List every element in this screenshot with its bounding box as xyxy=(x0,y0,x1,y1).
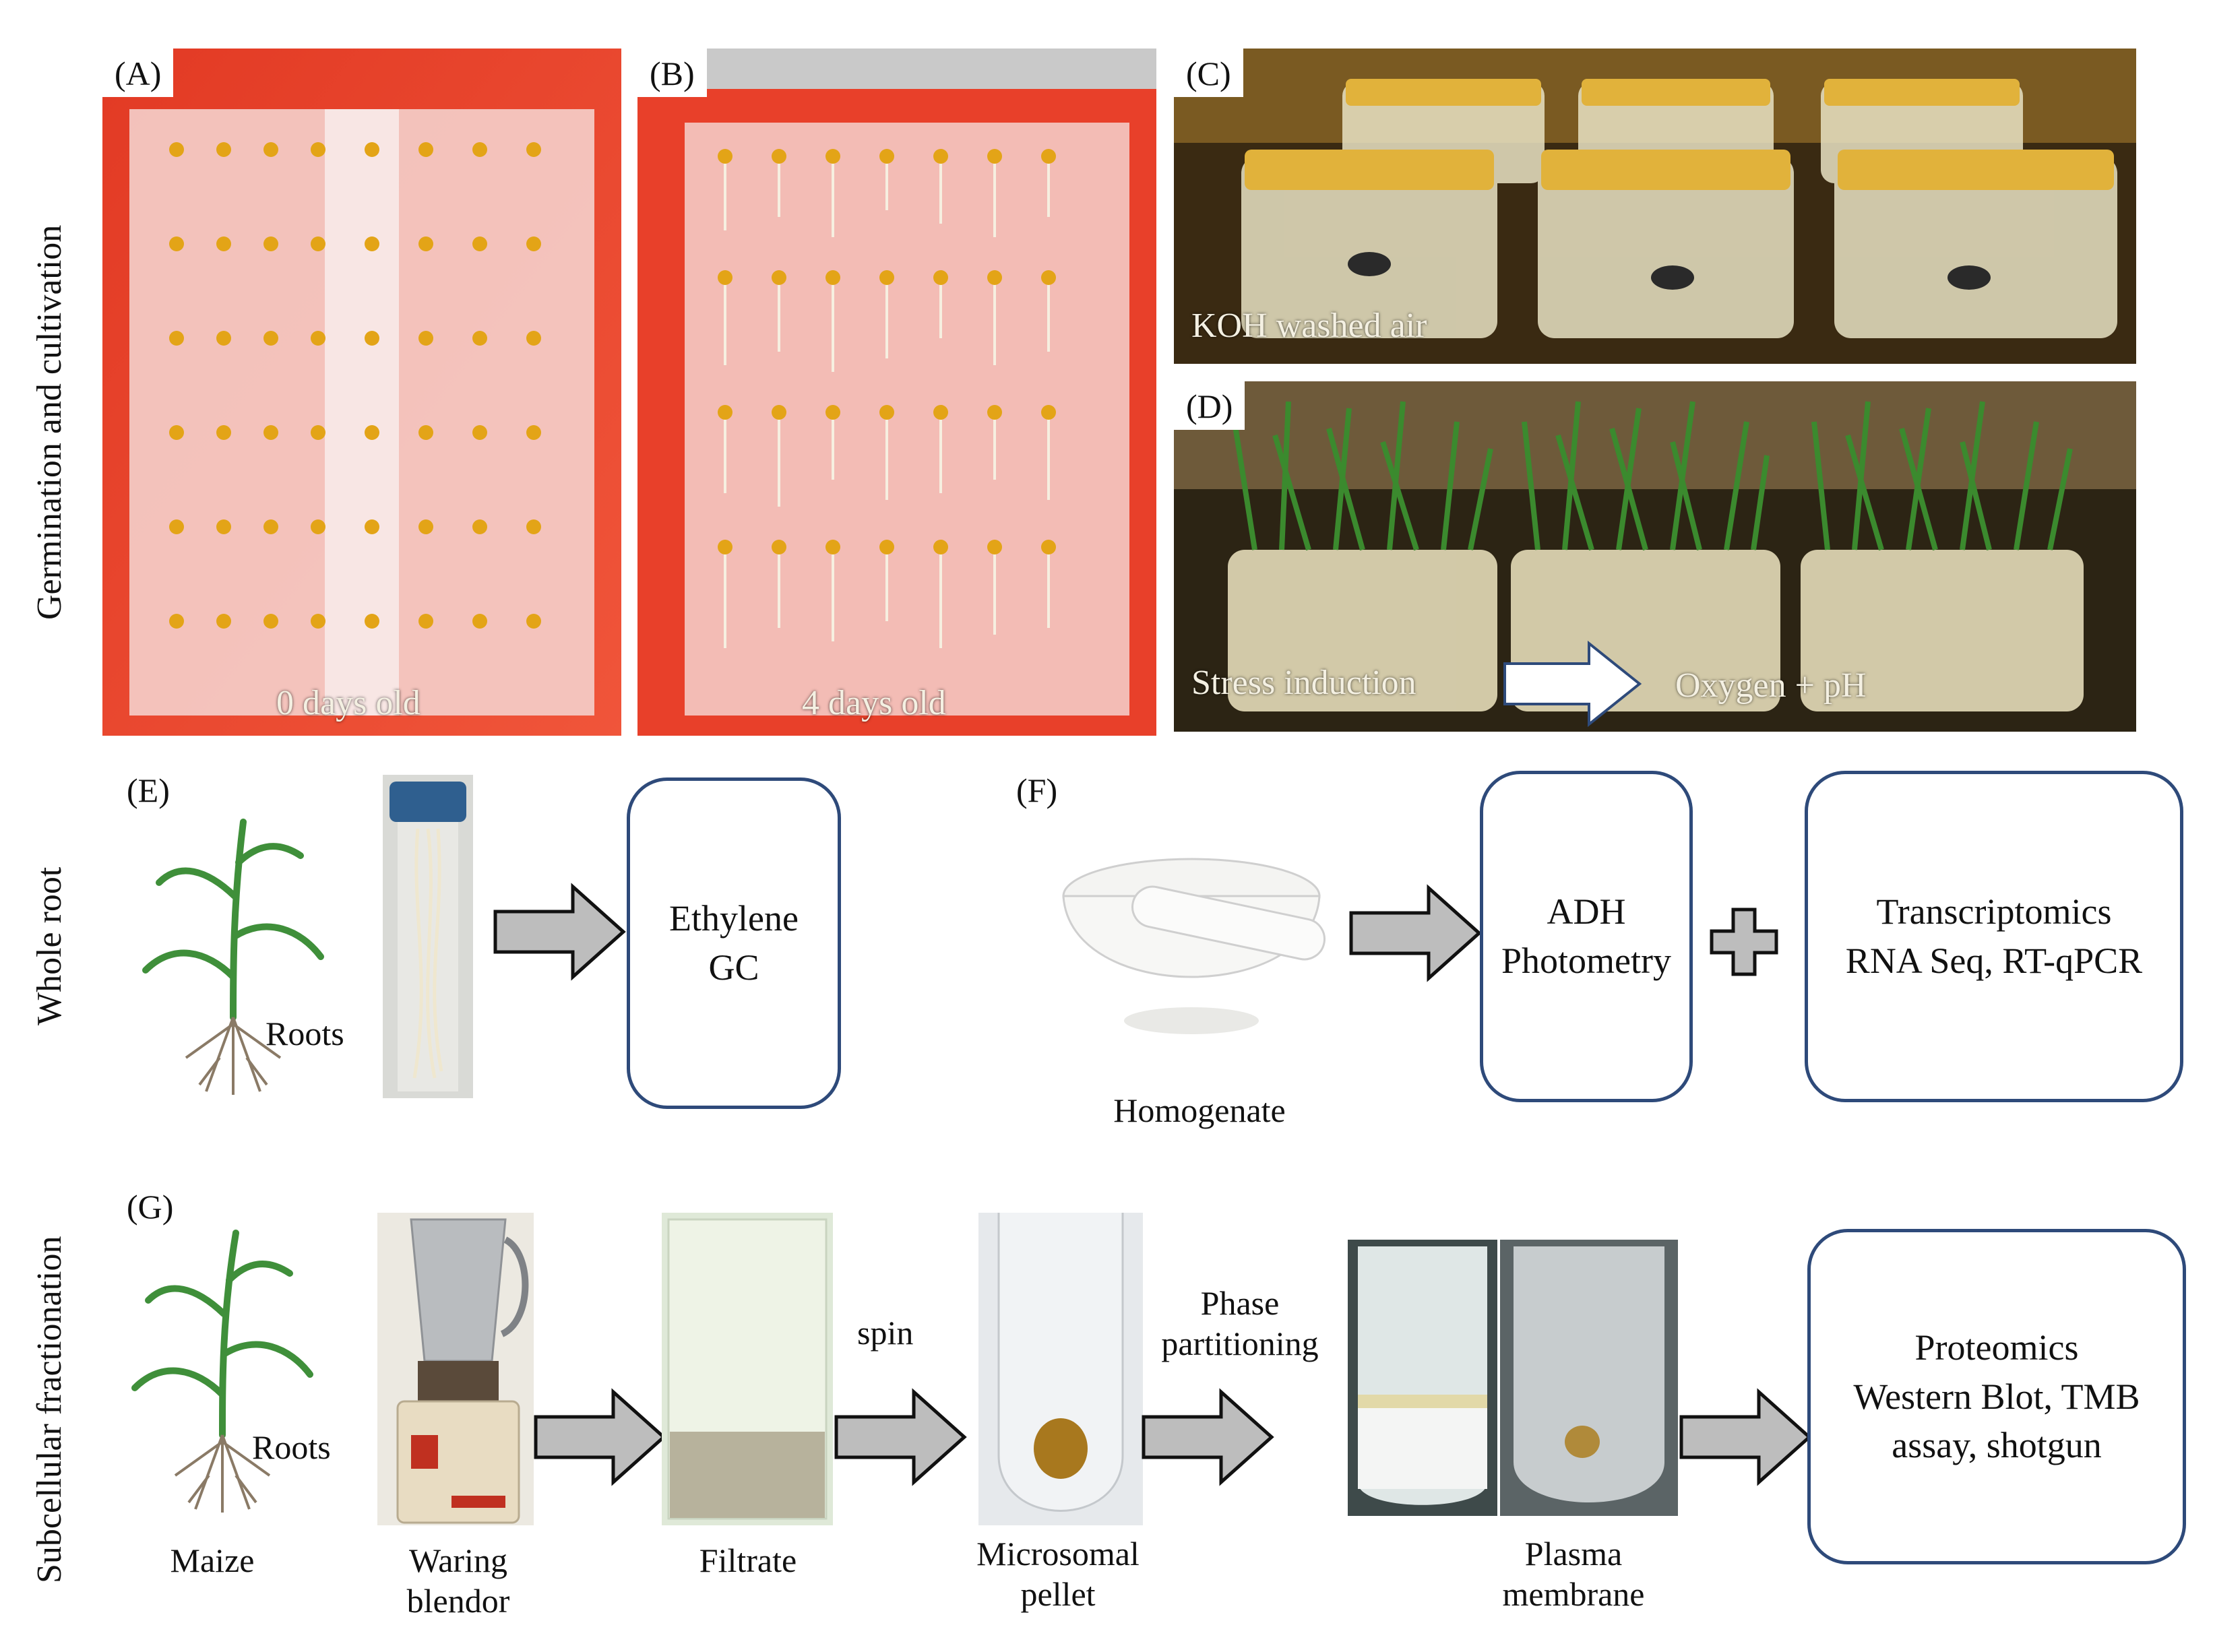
partitioning-line: partitioning xyxy=(1161,1325,1319,1362)
arrow-stress-to-oxygen xyxy=(1503,640,1642,728)
tray-4-days-image xyxy=(637,49,1156,736)
waring-line: Waring xyxy=(409,1542,507,1579)
assay-shotgun-label: assay, shotgun xyxy=(1892,1425,2102,1466)
label-homogenate: Homogenate xyxy=(1113,1091,1286,1129)
photo-panel-a xyxy=(102,49,621,736)
panel-letter-c: (C) xyxy=(1174,49,1243,97)
rna-seq-label: RNA Seq, RT-qPCR xyxy=(1845,941,2143,981)
maize-plant-illustration-g xyxy=(131,1230,313,1513)
caption-0-days-old: 0 days old xyxy=(276,684,420,722)
caption-4-days-old: 4 days old xyxy=(802,684,946,722)
arrow-e-to-ethylene xyxy=(493,883,626,981)
blendor-line: blendor xyxy=(406,1582,510,1620)
western-blot-label: Western Blot, TMB xyxy=(1853,1376,2140,1417)
filtrate-beaker-image xyxy=(662,1213,833,1525)
membrane-line: membrane xyxy=(1502,1575,1645,1613)
transcriptomics-label: Transcriptomics xyxy=(1876,891,2112,932)
adh-label: ADH xyxy=(1547,891,1626,932)
label-filtrate: Filtrate xyxy=(699,1542,797,1579)
photo-panel-b xyxy=(637,49,1156,736)
caption-stress-induction: Stress induction xyxy=(1191,664,1416,702)
microsomal-line: Microsomal xyxy=(976,1535,1140,1572)
mortar-pestle-image xyxy=(1062,858,1326,1034)
label-roots-g: Roots xyxy=(252,1428,331,1466)
label-phase-partitioning: Phase partitioning xyxy=(1132,1283,1348,1364)
panel-letter-e: (E) xyxy=(127,771,170,809)
waring-blendor-image xyxy=(377,1213,534,1525)
microsomal-pellet-image xyxy=(978,1213,1143,1525)
maize-plant-illustration-e xyxy=(142,819,324,1095)
label-waring-blendor: Waring blendor xyxy=(364,1540,553,1621)
label-roots-e: Roots xyxy=(266,1015,344,1052)
root-tube-image xyxy=(383,775,473,1098)
caption-oxygen-ph: Oxygen + pH xyxy=(1675,666,1867,705)
label-maize: Maize xyxy=(170,1542,255,1579)
side-label-germination: Germination and cultivation xyxy=(30,224,69,620)
proteomics-label: Proteomics xyxy=(1914,1327,2079,1368)
label-plasma-membrane: Plasma membrane xyxy=(1462,1533,1685,1614)
ethylene-label: Ethylene xyxy=(669,898,799,939)
caption-koh-washed-air: KOH washed air xyxy=(1191,307,1427,345)
box-transcriptomics: Transcriptomics RNA Seq, RT-qPCR xyxy=(1805,771,2183,1102)
arrow-filtrate-to-pellet xyxy=(834,1388,967,1486)
arrow-pellet-to-plasma xyxy=(1142,1388,1274,1486)
photo-panel-c xyxy=(1174,49,2136,364)
label-microsomal-pellet: Microsomal pellet xyxy=(943,1533,1173,1614)
box-proteomics: Proteomics Western Blot, TMB assay, shot… xyxy=(1807,1229,2186,1564)
box-adh-photometry: ADH Photometry xyxy=(1480,771,1693,1102)
plasma-line: Plasma xyxy=(1524,1535,1623,1572)
panel-letter-f: (F) xyxy=(1016,771,1058,809)
label-spin: spin xyxy=(857,1314,914,1352)
arrow-f-to-adh xyxy=(1349,884,1482,982)
panel-letter-g: (G) xyxy=(127,1188,174,1226)
photometry-label: Photometry xyxy=(1501,941,1671,981)
arrow-blendor-to-filtrate xyxy=(534,1388,666,1486)
panel-letter-d: (D) xyxy=(1174,381,1245,430)
phase-partition-tube-image xyxy=(1348,1240,1497,1516)
photo-panel-d xyxy=(1174,381,2136,732)
plasma-membrane-tube-image xyxy=(1500,1240,1678,1516)
gc-label: GC xyxy=(708,947,759,988)
phase-line: Phase xyxy=(1200,1284,1280,1322)
hydroponic-boxes-image xyxy=(1174,49,2136,364)
plus-icon xyxy=(1710,908,1778,976)
tray-0-days-image xyxy=(102,49,621,736)
panel-letter-a: (A) xyxy=(102,49,174,97)
side-label-subcellular: Subcellular fractionation xyxy=(30,1236,69,1583)
panel-letter-b: (B) xyxy=(637,49,707,97)
arrow-plasma-to-proteomics xyxy=(1679,1388,1812,1486)
side-label-whole-root: Whole root xyxy=(30,866,69,1025)
pellet-line: pellet xyxy=(1020,1575,1096,1613)
box-ethylene-gc: Ethylene GC xyxy=(627,777,841,1109)
maize-seedlings-image xyxy=(1174,381,2136,732)
